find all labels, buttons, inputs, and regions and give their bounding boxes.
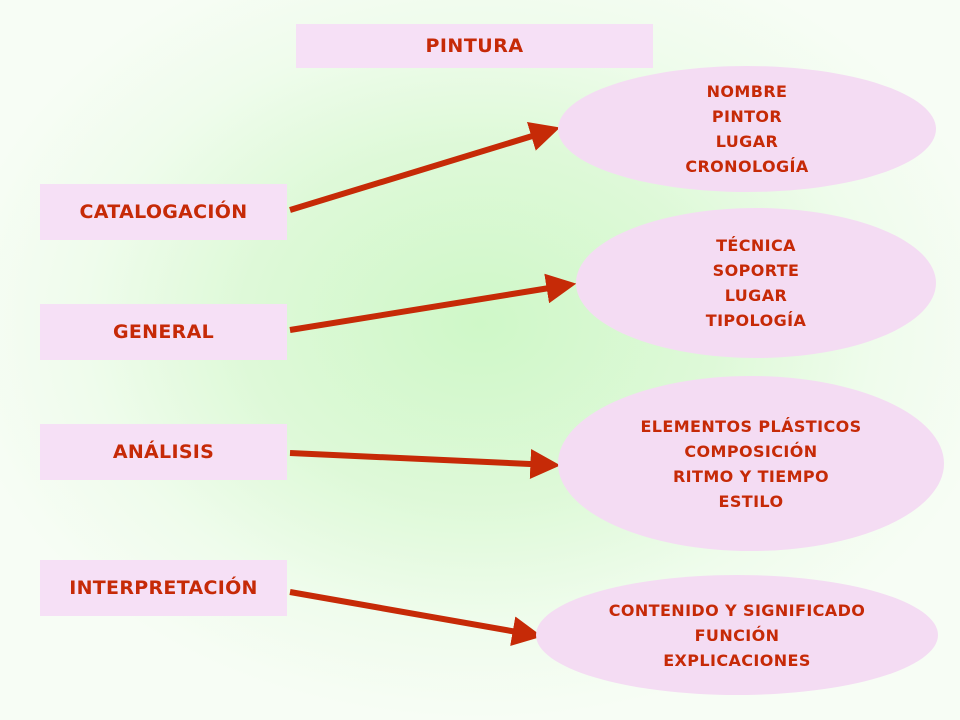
ellipse-catalogacion: NOMBRE PINTOR LUGAR CRONOLOGÍA (558, 66, 936, 192)
item-nombre: NOMBRE (706, 82, 788, 101)
diagram-title: PINTURA (296, 24, 653, 68)
item-explicaciones: EXPLICACIONES (663, 650, 811, 670)
category-box-general: GENERAL (40, 304, 287, 360)
item-cronologia: CRONOLOGÍA (685, 157, 809, 176)
category-box-catalogacion: CATALOGACIÓN (40, 184, 287, 240)
item-tipologia: TIPOLOGÍA (705, 311, 807, 330)
ellipse-general: TÉCNICA SOPORTE LUGAR TIPOLOGÍA (576, 208, 936, 358)
ellipse-analisis: ELEMENTOS PLÁSTICOS COMPOSICIÓN RITMO Y … (558, 376, 944, 551)
arrow-general (289, 273, 577, 333)
item-funcion: FUNCIÓN (694, 625, 780, 645)
arrow-interpretacion (289, 589, 543, 647)
item-ritmo-y-tiempo: RITMO Y TIEMPO (672, 466, 830, 486)
item-pintor: PINTOR (711, 107, 783, 126)
ellipse-interpretacion: CONTENIDO Y SIGNIFICADO FUNCIÓN EXPLICAC… (536, 575, 938, 695)
item-estilo: ESTILO (718, 491, 784, 511)
arrow-analisis (289, 449, 561, 479)
arrow-catalogacion (289, 121, 561, 213)
item-lugar: LUGAR (724, 286, 788, 305)
item-lugar: LUGAR (715, 132, 779, 151)
category-box-analisis: ANÁLISIS (40, 424, 287, 480)
item-soporte: SOPORTE (712, 261, 800, 280)
item-composicion: COMPOSICIÓN (684, 441, 818, 461)
category-box-interpretacion: INTERPRETACIÓN (40, 560, 287, 616)
item-elementos-plasticos: ELEMENTOS PLÁSTICOS (640, 416, 862, 436)
item-tecnica: TÉCNICA (716, 236, 796, 255)
item-contenido-y-significado: CONTENIDO Y SIGNIFICADO (608, 600, 866, 620)
